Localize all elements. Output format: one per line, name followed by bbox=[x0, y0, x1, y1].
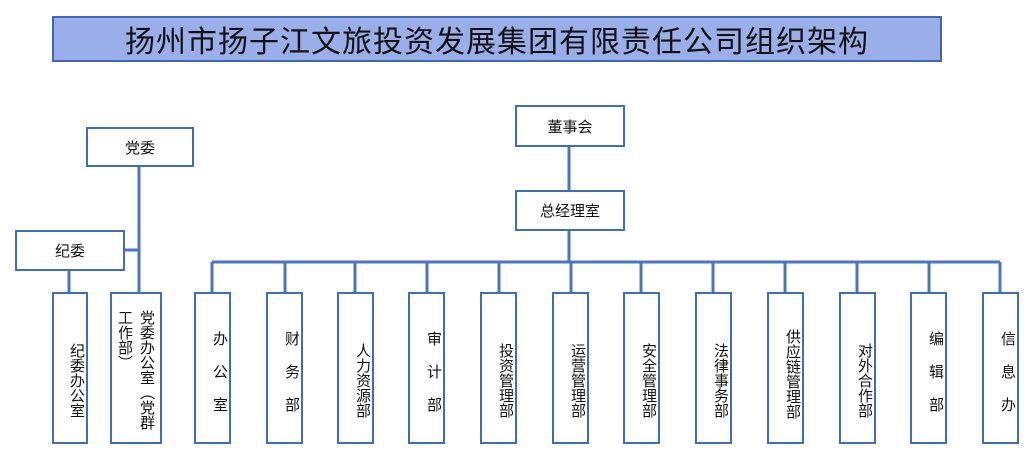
department-label: 法律事务部 bbox=[712, 342, 730, 418]
department-box: 供应链管理部 bbox=[767, 292, 804, 444]
department-label: 财务部 bbox=[283, 330, 301, 430]
department-box: 投资管理部 bbox=[480, 292, 517, 444]
department-box: 安全管理部 bbox=[623, 292, 660, 444]
discipline-office-box: 纪委办公室 bbox=[52, 292, 88, 444]
chart-title: 扬州市扬子江文旅投资发展集团有限责任公司组织架构 bbox=[52, 16, 942, 62]
party-committee-box: 党委 bbox=[86, 127, 194, 167]
department-box: 人力资源部 bbox=[337, 292, 374, 444]
department-box: 对外合作部 bbox=[839, 292, 876, 444]
department-box: 财务部 bbox=[266, 292, 303, 444]
party-committee-label: 党委 bbox=[124, 138, 155, 157]
board-box: 董事会 bbox=[515, 105, 625, 147]
discipline-office-label: 纪委办公室 bbox=[68, 342, 86, 418]
discipline-committee-label: 纪委 bbox=[54, 242, 85, 260]
party-office-box: 党委办公室（党群工作部） bbox=[110, 292, 162, 444]
department-label: 供应链管理部 bbox=[784, 329, 802, 419]
department-box: 运营管理部 bbox=[552, 292, 589, 444]
department-label: 运营管理部 bbox=[569, 342, 587, 418]
department-label: 编辑部 bbox=[927, 330, 945, 430]
gm-office-box: 总经理室 bbox=[515, 190, 625, 231]
department-box: 审计部 bbox=[408, 292, 445, 444]
party-office-label: 党委办公室（党群工作部） bbox=[116, 310, 156, 430]
gm-office-label: 总经理室 bbox=[539, 202, 600, 220]
department-box: 法律事务部 bbox=[695, 292, 732, 444]
discipline-committee-box: 纪委 bbox=[15, 230, 125, 271]
department-box: 信息办 bbox=[982, 292, 1019, 444]
department-label: 办公室 bbox=[211, 330, 229, 430]
department-box: 办公室 bbox=[194, 292, 231, 444]
department-label: 人力资源部 bbox=[354, 342, 372, 418]
department-box: 编辑部 bbox=[910, 292, 947, 444]
board-label: 董事会 bbox=[547, 117, 593, 136]
department-label: 安全管理部 bbox=[640, 342, 658, 418]
department-label: 审计部 bbox=[425, 330, 443, 430]
department-label: 投资管理部 bbox=[497, 342, 515, 418]
department-label: 对外合作部 bbox=[856, 342, 874, 418]
department-label: 信息办 bbox=[999, 330, 1017, 430]
